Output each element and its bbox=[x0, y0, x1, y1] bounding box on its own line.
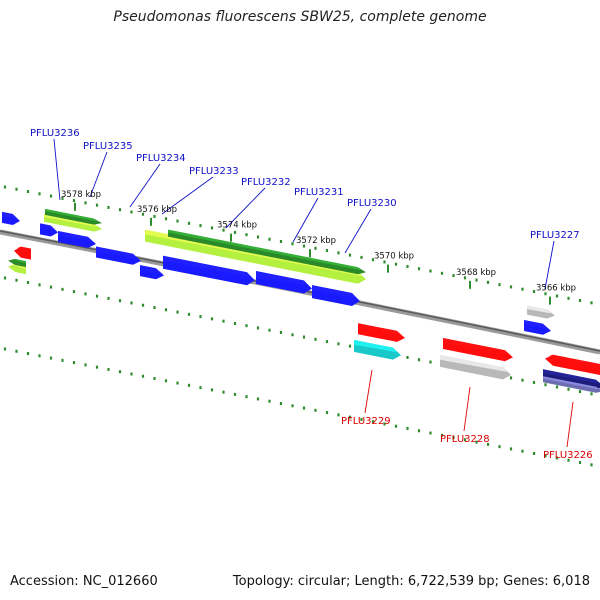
gene-arrow bbox=[168, 229, 366, 275]
label-leader bbox=[364, 369, 373, 414]
gene-arrows bbox=[2, 208, 600, 393]
label-leader bbox=[53, 138, 61, 201]
label-leaders bbox=[53, 138, 574, 448]
accession-label: Accession: NC_012660 bbox=[10, 574, 158, 589]
gene-label-upper: PFLU3233 bbox=[189, 166, 239, 177]
gene-label-lower: PFLU3229 bbox=[341, 416, 391, 427]
gene-arrow bbox=[14, 246, 31, 260]
scale-tick-label: 3574 kbp bbox=[217, 221, 257, 231]
gene-arrow bbox=[312, 285, 360, 307]
scale-tick-label: 3566 kbp bbox=[536, 284, 576, 294]
gene-arrow bbox=[40, 223, 58, 237]
scale-dots bbox=[3, 185, 593, 467]
gene-arrow bbox=[440, 354, 511, 380]
gene-label-lower: PFLU3226 bbox=[543, 450, 593, 461]
label-leader bbox=[89, 151, 108, 198]
gene-label-upper: PFLU3236 bbox=[30, 128, 80, 139]
gene-arrow bbox=[58, 230, 96, 248]
scale-tick-label: 3578 kbp bbox=[61, 190, 101, 200]
gene-arrow bbox=[256, 271, 312, 294]
scale-tick-label: 3570 kbp bbox=[374, 252, 414, 262]
gene-arrow bbox=[354, 339, 401, 360]
label-leader bbox=[544, 240, 555, 290]
gene-labels: PFLU3236PFLU3235PFLU3234PFLU3233PFLU3232… bbox=[30, 128, 593, 461]
gene-arrow bbox=[96, 246, 141, 265]
gene-label-upper: PFLU3231 bbox=[294, 187, 344, 198]
scale-tick-label: 3568 kbp bbox=[456, 268, 496, 278]
genome-title: Pseudomonas fluorescens SBW25, complete … bbox=[113, 9, 487, 25]
scale-tick-label: 3576 kbp bbox=[137, 205, 177, 215]
gene-arrow bbox=[163, 255, 255, 286]
label-leader bbox=[225, 187, 266, 229]
gene-label-upper: PFLU3234 bbox=[136, 153, 186, 164]
gene-arrow bbox=[140, 265, 164, 280]
label-leader bbox=[344, 208, 372, 254]
label-leader bbox=[566, 401, 574, 448]
gene-arrow bbox=[545, 354, 600, 376]
label-leader bbox=[129, 163, 161, 208]
gene-arrow bbox=[543, 376, 600, 393]
gene-arrow bbox=[527, 305, 555, 319]
gene-arrow bbox=[45, 208, 102, 225]
label-leader bbox=[292, 197, 319, 243]
gene-arrow bbox=[543, 369, 600, 390]
gene-label-upper: PFLU3230 bbox=[347, 198, 397, 209]
gene-arrow bbox=[2, 211, 20, 226]
scale-tick-label: 3572 kbp bbox=[296, 236, 336, 246]
topology-summary: Topology: circular; Length: 6,722,539 bp… bbox=[232, 574, 590, 589]
gene-arrow bbox=[8, 259, 26, 268]
gene-label-upper: PFLU3232 bbox=[241, 177, 291, 188]
gene-label-lower: PFLU3228 bbox=[440, 434, 490, 445]
gene-label-upper: PFLU3235 bbox=[83, 141, 133, 152]
gene-label-upper: PFLU3227 bbox=[530, 230, 580, 241]
scale-ticks: 3578 kbp 3576 kbp 3574 kbp 3572 kbp 3570 kbp… bbox=[61, 190, 576, 305]
gene-arrow bbox=[358, 323, 405, 342]
gene-arrow bbox=[524, 319, 551, 335]
gene-arrow bbox=[8, 264, 26, 275]
label-leader bbox=[161, 176, 214, 215]
label-leader bbox=[463, 386, 471, 432]
gene-arrow bbox=[443, 337, 513, 362]
